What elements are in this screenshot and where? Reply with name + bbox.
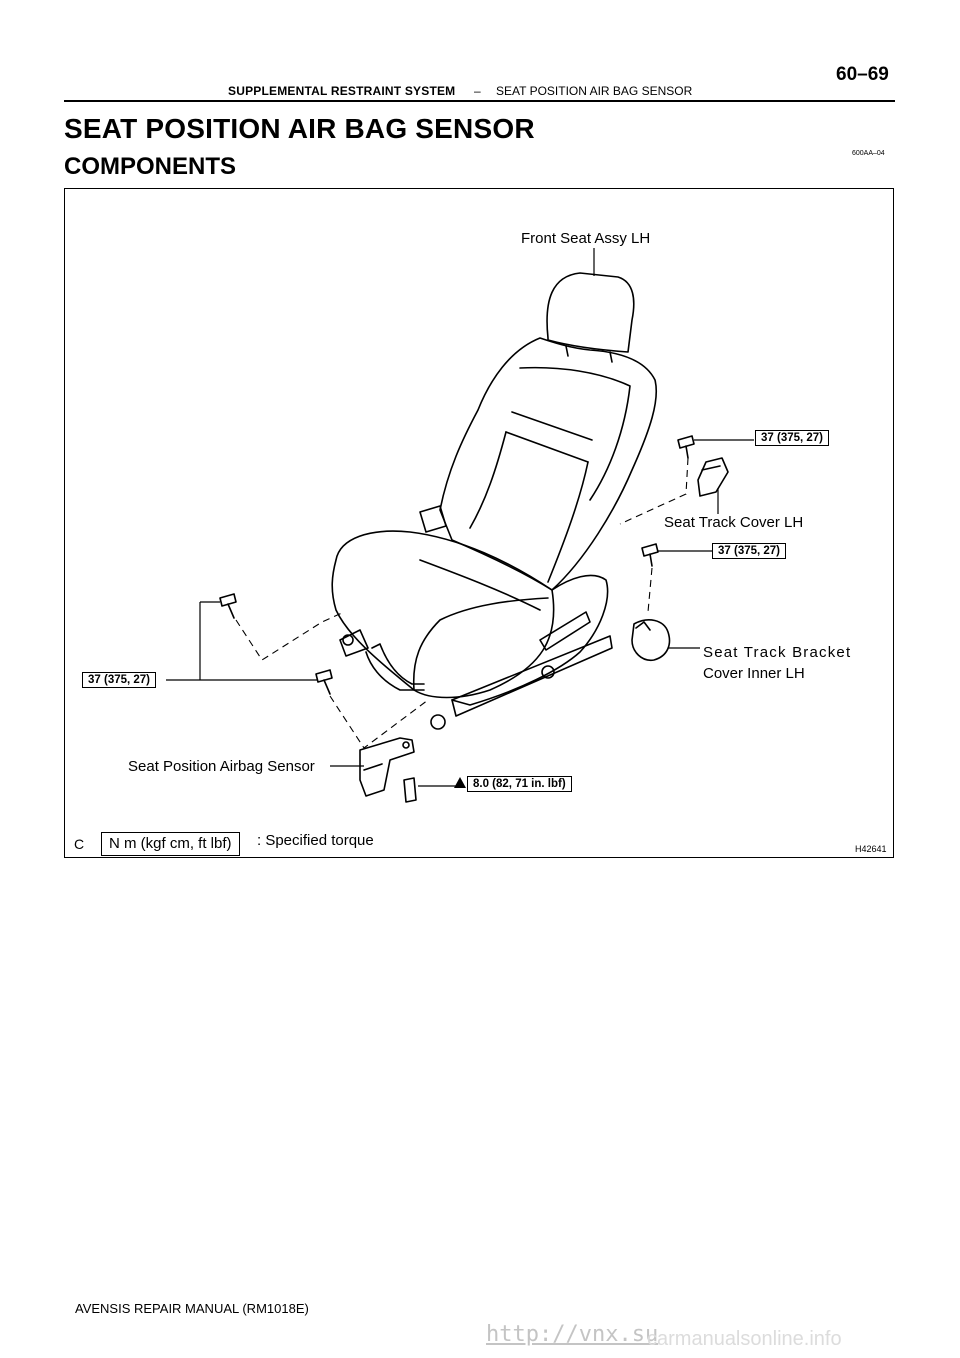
components-figure bbox=[64, 188, 894, 858]
seat-position-sensor bbox=[359, 737, 415, 797]
torque-unit-legend: N m (kgf cm, ft lbf) bbox=[101, 832, 240, 856]
page-subtitle: COMPONENTS bbox=[64, 153, 237, 180]
document-id: 600AA–04 bbox=[852, 150, 885, 157]
seat-rail bbox=[451, 635, 613, 717]
seat-track-cover bbox=[697, 457, 729, 497]
watermark-site: carmanualsonline.info bbox=[647, 1328, 842, 1350]
label-front-seat: Front Seat Assy LH bbox=[521, 230, 651, 247]
torque-legend-text: : Specified torque bbox=[257, 832, 374, 849]
torque-top-right: 37 (375, 27) bbox=[755, 430, 830, 446]
belt-buckle bbox=[419, 505, 447, 533]
label-bracket-cover-line2: Cover Inner LH bbox=[703, 665, 805, 682]
header-section: SUPPLEMENTAL RESTRAINT SYSTEM bbox=[228, 84, 456, 98]
figure-id: H42641 bbox=[855, 844, 887, 854]
seat-cushion bbox=[331, 530, 555, 699]
torque-sensor-bolt: 8.0 (82, 71 in. lbf) bbox=[467, 776, 572, 792]
headrest bbox=[546, 272, 635, 353]
bolt-icons bbox=[219, 435, 695, 803]
page-number: 60–69 bbox=[836, 64, 889, 85]
seat-backrest bbox=[439, 337, 658, 591]
label-bracket-cover-line1: Seat Track Bracket bbox=[703, 644, 852, 661]
torque-left: 37 (375, 27) bbox=[82, 672, 157, 688]
seat-track-bracket-cover bbox=[631, 619, 671, 662]
label-seat-track-cover: Seat Track Cover LH bbox=[664, 514, 804, 531]
footer-manual-name: AVENSIS REPAIR MANUAL (RM1018E) bbox=[75, 1301, 309, 1316]
label-sensor: Seat Position Airbag Sensor bbox=[128, 758, 315, 775]
page-title: SEAT POSITION AIR BAG SENSOR bbox=[64, 113, 535, 144]
corner-letter: C bbox=[74, 836, 85, 852]
torque-mid-right: 37 (375, 27) bbox=[712, 543, 787, 559]
watermark-link[interactable]: http://vnx.su bbox=[486, 1322, 659, 1347]
header-separator: – bbox=[474, 84, 481, 98]
header-subsection: SEAT POSITION AIR BAG SENSOR bbox=[496, 84, 693, 98]
header-rule bbox=[64, 100, 895, 102]
